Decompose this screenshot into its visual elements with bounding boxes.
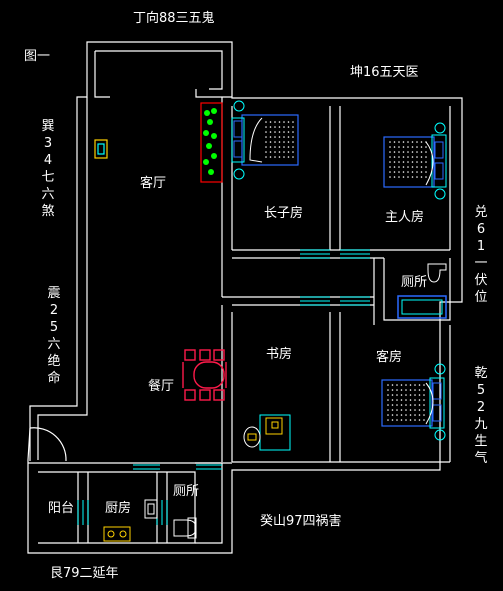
walls (27, 41, 463, 554)
room-label-guest: 客房 (376, 350, 403, 365)
direction-bottom-left: 艮79二延年 (50, 566, 119, 581)
toilet-bottom-fixtures (173, 517, 197, 539)
diagram-title: 图一 (24, 49, 51, 64)
bed-eldest-son (231, 100, 299, 180)
room-label-balcony: 阳台 (48, 501, 75, 516)
room-label-kitchen: 厨房 (105, 501, 132, 516)
tv-icon (94, 139, 108, 159)
bed-guest (381, 363, 446, 441)
room-label-dining: 餐厅 (148, 379, 175, 394)
plant-shelf (200, 102, 223, 183)
direction-bottom-right: 癸山97四祸害 (260, 514, 342, 529)
room-label-eldest-son: 长子房 (264, 206, 304, 221)
window-marks (77, 249, 370, 525)
room-label-study: 书房 (266, 347, 293, 362)
direction-left-bottom: 震25六绝命 (47, 286, 61, 386)
doors (29, 427, 67, 462)
direction-top: 丁向88三五鬼 (133, 11, 215, 26)
toilet-right-fixtures (397, 263, 447, 319)
direction-left-top: 巽34七六煞 (41, 119, 55, 219)
room-label-toilet-bottom: 厕所 (173, 484, 200, 499)
bed-master (383, 122, 447, 200)
direction-right-bottom: 乾52九生气 (474, 366, 488, 466)
study-desk (243, 414, 291, 451)
kitchen-fixtures (103, 499, 158, 542)
dining-table (182, 349, 227, 401)
room-label-toilet-right: 厕所 (401, 275, 428, 290)
room-label-master: 主人房 (385, 210, 425, 225)
room-label-living: 客厅 (140, 176, 167, 191)
direction-right-top: 兑61一伏位 (474, 205, 488, 305)
direction-top-right: 坤16五天医 (350, 65, 419, 80)
